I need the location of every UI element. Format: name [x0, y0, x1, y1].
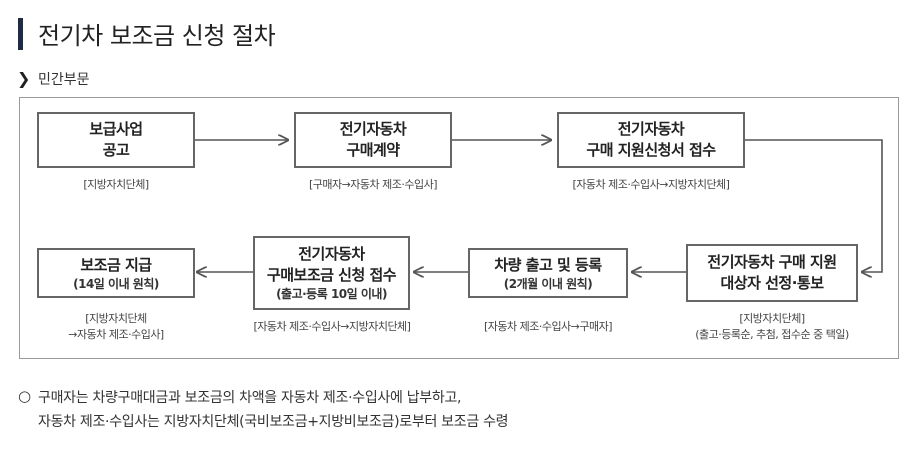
step-caption: [지방자치단체 →자동차 제조·수입사]: [37, 311, 195, 343]
note-line-1: 구매자는 차량구매대금과 보조금의 차액을 자동차 제조·수입사에 납부하고,: [38, 390, 462, 406]
step-purchase-contract: 전기자동차 구매계약: [294, 112, 452, 168]
caption-line: →자동차 제조·수입사]: [68, 328, 164, 341]
step-line: (출고·등록 10일 이내): [276, 287, 387, 301]
caption-line: [자동차 제조·수입사→구매자]: [483, 320, 613, 333]
step-line: (2개월 이내 원칙): [503, 276, 593, 291]
step-selection-notice: 전기자동차 구매 지원 대상자 선정·통보: [686, 244, 858, 302]
circle-bullet-icon: ○: [18, 387, 32, 405]
step-subsidy-application: 전기자동차 구매보조금 신청 접수 (출고·등록 10일 이내): [253, 236, 410, 310]
caption-line: [자동차 제조·수입사→지방자치단체]: [572, 178, 730, 191]
arrow-s3-s4: [745, 139, 883, 272]
step-line: 대상자 선정·통보: [720, 274, 824, 292]
chevron-right-icon: ❯: [17, 69, 31, 88]
process-frame: [19, 97, 899, 359]
step-subsidy-payment: 보조금 지급 (14일 이내 원칙): [37, 248, 195, 298]
step-line: 보조금 지급: [80, 255, 152, 274]
step-line: 구매보조금 신청 접수: [266, 266, 397, 284]
note-line-2: 자동차 제조·수입사는 지방자치단체(국비보조금+지방비보조금)로부터 보조금 …: [38, 414, 509, 430]
step-caption: [자동차 제조·수입사→구매자]: [453, 319, 643, 335]
step-delivery-registration: 차량 출고 및 등록 (2개월 이내 원칙): [468, 248, 628, 298]
step-line: 전기자동차 구매 지원: [707, 253, 837, 271]
caption-line: [자동차 제조·수입사→지방자치단체]: [253, 320, 411, 333]
step-caption: [지방자치단체] (출고·등록순, 추첨, 접수순 중 택일): [670, 311, 874, 343]
step-line: 전기자동차: [339, 120, 407, 138]
step-application-submission: 전기자동차 구매 지원신청서 접수: [557, 112, 745, 168]
title-accent-bar: [18, 18, 23, 50]
step-line: 전기자동차: [298, 245, 365, 263]
step-caption: [자동차 제조·수입사→지방자치단체]: [546, 177, 756, 193]
step-line: 공고: [102, 141, 130, 159]
caption-line: [지방자치단체: [85, 312, 147, 325]
caption-line: (출고·등록순, 추첨, 접수순 중 택일): [695, 328, 849, 341]
step-announcement: 보급사업 공고: [37, 112, 195, 168]
caption-line: [지방자치단체]: [83, 178, 149, 191]
step-line: 구매 지원신청서 접수: [586, 141, 716, 159]
caption-line: [지방자치단체]: [739, 312, 805, 325]
step-line: 전기자동차: [617, 120, 685, 138]
caption-line: [구매자→자동차 제조·수입사]: [308, 178, 438, 191]
step-line: 차량 출고 및 등록: [494, 255, 602, 274]
page-title: 전기차 보조금 신청 절차: [38, 22, 276, 50]
step-line: (14일 이내 원칙): [73, 276, 159, 291]
step-caption: [구매자→자동차 제조·수입사]: [284, 177, 462, 193]
step-line: 구매계약: [346, 141, 400, 159]
step-caption: [지방자치단체]: [37, 177, 195, 193]
step-line: 보급사업: [89, 120, 143, 138]
step-caption: [자동차 제조·수입사→지방자치단체]: [226, 319, 438, 335]
section-label: 민간부문: [38, 72, 90, 88]
